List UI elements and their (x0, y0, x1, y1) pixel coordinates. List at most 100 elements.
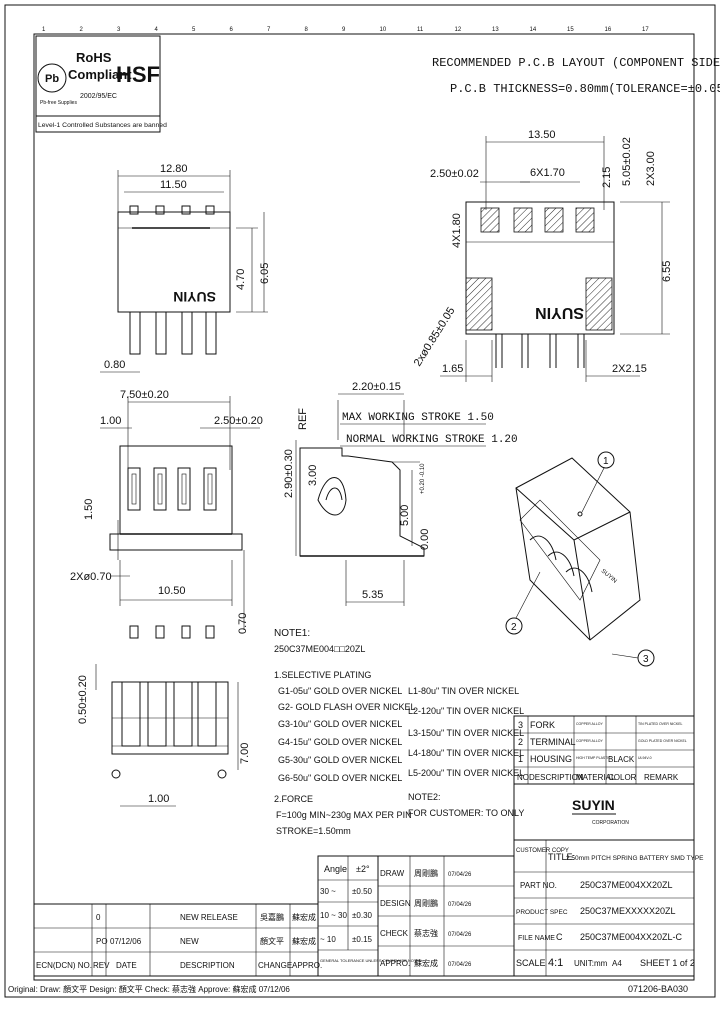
max-stroke-label: MAX WORKING STROKE 1.50 (342, 412, 494, 424)
side-dim-220: 2.20±0.15 (352, 381, 401, 393)
bom-row-no: 3 (518, 720, 523, 730)
pcb-pad (513, 207, 533, 233)
pcb-outline (465, 201, 615, 335)
pb-free-sub: Pb-free Supplies (40, 100, 77, 106)
bom-row-material: COPPER ALLOY (576, 739, 604, 743)
isometric-view: SUYIN 1 2 3 (505, 451, 655, 667)
rev-header-change: CHANGE (258, 961, 292, 970)
pcb-dim-1350: 13.50 (528, 129, 556, 141)
bom-row-desc: FORK (530, 720, 555, 730)
ruler-number: 6 (230, 27, 234, 33)
pcb-dim-6x170: 6X1.70 (530, 167, 565, 179)
bom-row-color: BLACK (608, 755, 635, 764)
rev-header-appro: APPRO. (292, 961, 322, 970)
ruler-number: 7 (267, 27, 271, 33)
customer-label: CUSTOMER COPY (516, 848, 569, 854)
ruler-number: 15 (567, 27, 574, 33)
bom-row-material: COPPER ALLOY (576, 722, 604, 726)
pcb-dim-505: 5.05±0.02 (621, 137, 633, 186)
tol-range-3: ~ 10 (320, 935, 336, 944)
inner-frame (33, 33, 695, 981)
note2-text: FOR CUSTOMER: TO ONLY (408, 808, 524, 818)
side-dim-290: 2.90±0.30 (283, 449, 295, 498)
signoff-date: 07/04/26 (448, 932, 472, 938)
pcb-dim-655: 6.55 (661, 261, 673, 282)
rev-row-date: 07/12/06 (110, 937, 142, 946)
product-spec-label: PRODUCT SPEC (516, 909, 568, 916)
ruler-number: 1 (42, 27, 46, 33)
company-block: SUYIN CORPORATION (513, 783, 695, 841)
pcb-dim-2x085: 2xø0.85±0.05 (412, 305, 458, 368)
rev-row-desc: NEW RELEASE (180, 913, 238, 922)
plating-l2: L2-120u" TIN OVER NICKEL (408, 706, 524, 716)
pcb-pad (544, 207, 564, 233)
company-sub: CORPORATION (592, 820, 629, 826)
pcb-thickness-note: P.C.B THICKNESS=0.80mm(TOLERANCE=±0.05) (450, 82, 720, 96)
pcb-pad (480, 207, 500, 233)
top-brand: SUYIN (173, 289, 216, 305)
pcb-brand: SUYIN (535, 304, 584, 321)
bom-header-desc: DESCRIPTION (529, 773, 584, 782)
ruler-number: 14 (530, 27, 537, 33)
tol-value-2: ±0.30 (352, 911, 373, 920)
pcb-dim-250: 2.50±0.02 (430, 168, 479, 180)
note1-part-code: 250C37ME004□□20ZL (274, 644, 365, 654)
footer-original: Original: Draw: 顏文平 Design: 顏文平 Check: 蔡… (8, 984, 290, 994)
ruler-number: 5 (192, 27, 196, 33)
top-dim-1280: 12.80 (160, 163, 188, 175)
pcb-dim-2x300: 2X3.00 (645, 151, 657, 186)
tol-range-2: 10 ~ 30 (320, 911, 347, 920)
ruler-number: 4 (155, 27, 159, 33)
bom-row-remark: UL94V-0 (638, 756, 652, 760)
plating-title: 1.SELECTIVE PLATING (274, 670, 371, 680)
file-name: 250C37ME004XX20ZL-C (580, 932, 683, 942)
force-title: 2.FORCE (274, 794, 313, 804)
side-dim-535: 5.35 (362, 589, 383, 601)
ruler-number: 2 (80, 27, 84, 33)
plating-l5: L5-200u" TIN OVER NICKEL (408, 768, 524, 778)
bom-row-desc: HOUSING (530, 754, 572, 764)
rohs-label: RoHS (76, 50, 112, 65)
pcb-layout-view: RECOMMENDED P.C.B LAYOUT (COMPONENT SIDE… (412, 56, 720, 382)
note1-title: NOTE1: (274, 628, 310, 639)
part-no-label: PART NO. (520, 881, 557, 890)
top-dim-470: 4.70 (235, 269, 247, 290)
ruler-number: 16 (605, 27, 612, 33)
bottom-dim-100: 1.00 (148, 793, 169, 805)
scale-label: SCALE (516, 958, 546, 968)
plating-g6: G6-50u" GOLD OVER NICKEL (278, 773, 402, 783)
file-name-label: FILE NAME (518, 935, 555, 942)
front-dim-070: 0.70 (237, 613, 249, 634)
signoff-date: 07/04/26 (448, 872, 472, 878)
signoff-role: DESIGN (380, 899, 411, 908)
bom-row-no: 1 (518, 754, 523, 764)
title-label: TITLE: (548, 852, 575, 862)
hsf-label: HSF (116, 62, 160, 87)
side-view: 2.20±0.15 MAX WORKING STROKE 1.50 NORMAL… (283, 381, 518, 606)
pcb-dim-4x180: 4X1.80 (451, 213, 463, 248)
scale-value: 4:1 (548, 957, 563, 969)
ruler-number: 13 (492, 27, 499, 33)
level-note: Level-1 Controlled Substances are banned (38, 122, 167, 129)
title-block: CUSTOMER COPY TITLE: 2.50mm PITCH SPRING… (513, 839, 704, 977)
callout-1 (597, 451, 615, 469)
part-no: 250C37ME004XX20ZL (580, 880, 673, 890)
pb-label: Pb (45, 73, 59, 85)
rev-header-ecn: ECN(DCN) NO. (36, 961, 92, 970)
iso-brand: SUYIN (600, 568, 618, 584)
callout-3-label: 3 (643, 654, 649, 665)
tol-range-1: 30 ~ (320, 887, 336, 896)
rev-letter: C (556, 932, 563, 942)
side-dim-500-tol: +0.20 -0.10 (420, 463, 426, 494)
plating-l1: L1-80u" TIN OVER NICKEL (408, 686, 519, 696)
plating-g3: G3-10u" GOLD OVER NICKEL (278, 719, 402, 729)
pcb-dim-2x215: 2X2.15 (612, 363, 647, 375)
front-dim-150: 1.50 (83, 499, 95, 520)
rev-header-rev: REV (93, 961, 110, 970)
bom-header-remark: REMARK (644, 773, 679, 782)
top-housing (117, 211, 231, 313)
